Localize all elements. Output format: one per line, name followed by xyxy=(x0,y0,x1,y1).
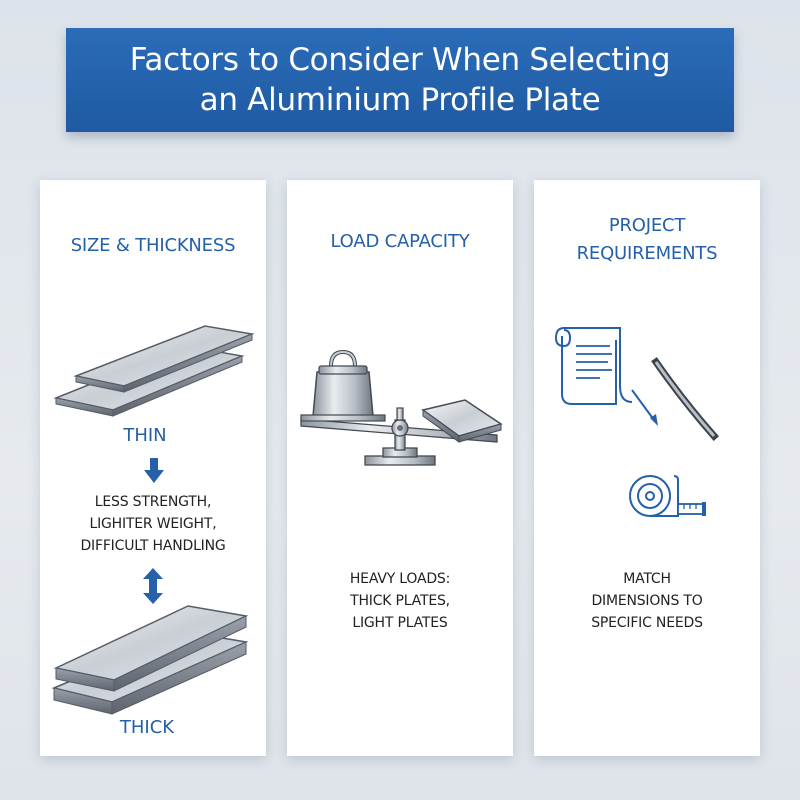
project-requirements-heading: PROJECT REQUIREMENTS xyxy=(534,212,760,268)
description-line: LIGHITER WEIGHT, xyxy=(89,516,217,532)
description-line: SPECIFIC NEEDS xyxy=(591,615,703,631)
thickness-description: LESS STRENGTH, LIGHITER WEIGHT, DIFFICUL… xyxy=(40,491,266,557)
load-capacity-card: LOAD CAPACITY HEAVY L xyxy=(287,180,513,756)
load-description: HEAVY LOADS: THICK PLATES, LIGHT PLATES xyxy=(287,568,513,634)
description-line: THICK PLATES, xyxy=(350,593,450,609)
heading-line: PROJECT xyxy=(608,215,686,236)
thick-plate-icon xyxy=(51,605,249,715)
size-thickness-heading: SIZE & THICKNESS xyxy=(70,235,236,256)
blueprint-scroll-icon xyxy=(555,327,658,426)
heading-line: REQUIREMENTS xyxy=(576,243,718,264)
weight-icon xyxy=(300,349,386,422)
title-line-1: Factors to Consider When Selecting xyxy=(129,42,671,78)
description-line: DIMENSIONS TO xyxy=(591,593,703,609)
thick-label: THICK xyxy=(119,717,175,738)
plate-icon xyxy=(421,399,503,443)
description-line: MATCH xyxy=(623,571,671,587)
title-line-2: an Aluminium Profile Plate xyxy=(199,82,601,118)
size-thickness-card: SIZE & THICKNESS THIN LESS STRENGTH, L xyxy=(40,180,266,756)
description-line: LIGHT PLATES xyxy=(352,615,448,631)
description-line: DIFFICULT HANDLING xyxy=(80,538,226,554)
load-capacity-heading: LOAD CAPACITY xyxy=(330,231,470,252)
down-arrow-icon xyxy=(144,458,164,483)
double-arrow-icon xyxy=(143,568,163,604)
title-banner: Factors to Consider When Selecting an Al… xyxy=(66,28,734,132)
thin-label: THIN xyxy=(123,425,167,446)
balance-scale-icon xyxy=(300,407,498,466)
description-line: LESS STRENGTH, xyxy=(94,494,212,510)
tape-measure-icon xyxy=(629,475,706,517)
project-description: MATCH DIMENSIONS TO SPECIFIC NEEDS xyxy=(534,568,760,634)
thin-plate-icon xyxy=(53,325,255,417)
description-line: HEAVY LOADS: xyxy=(349,571,451,587)
project-requirements-card: PROJECT REQUIREMENTS MATCH DIMENSIONS TO… xyxy=(534,180,760,756)
curved-profile-icon xyxy=(651,357,719,441)
